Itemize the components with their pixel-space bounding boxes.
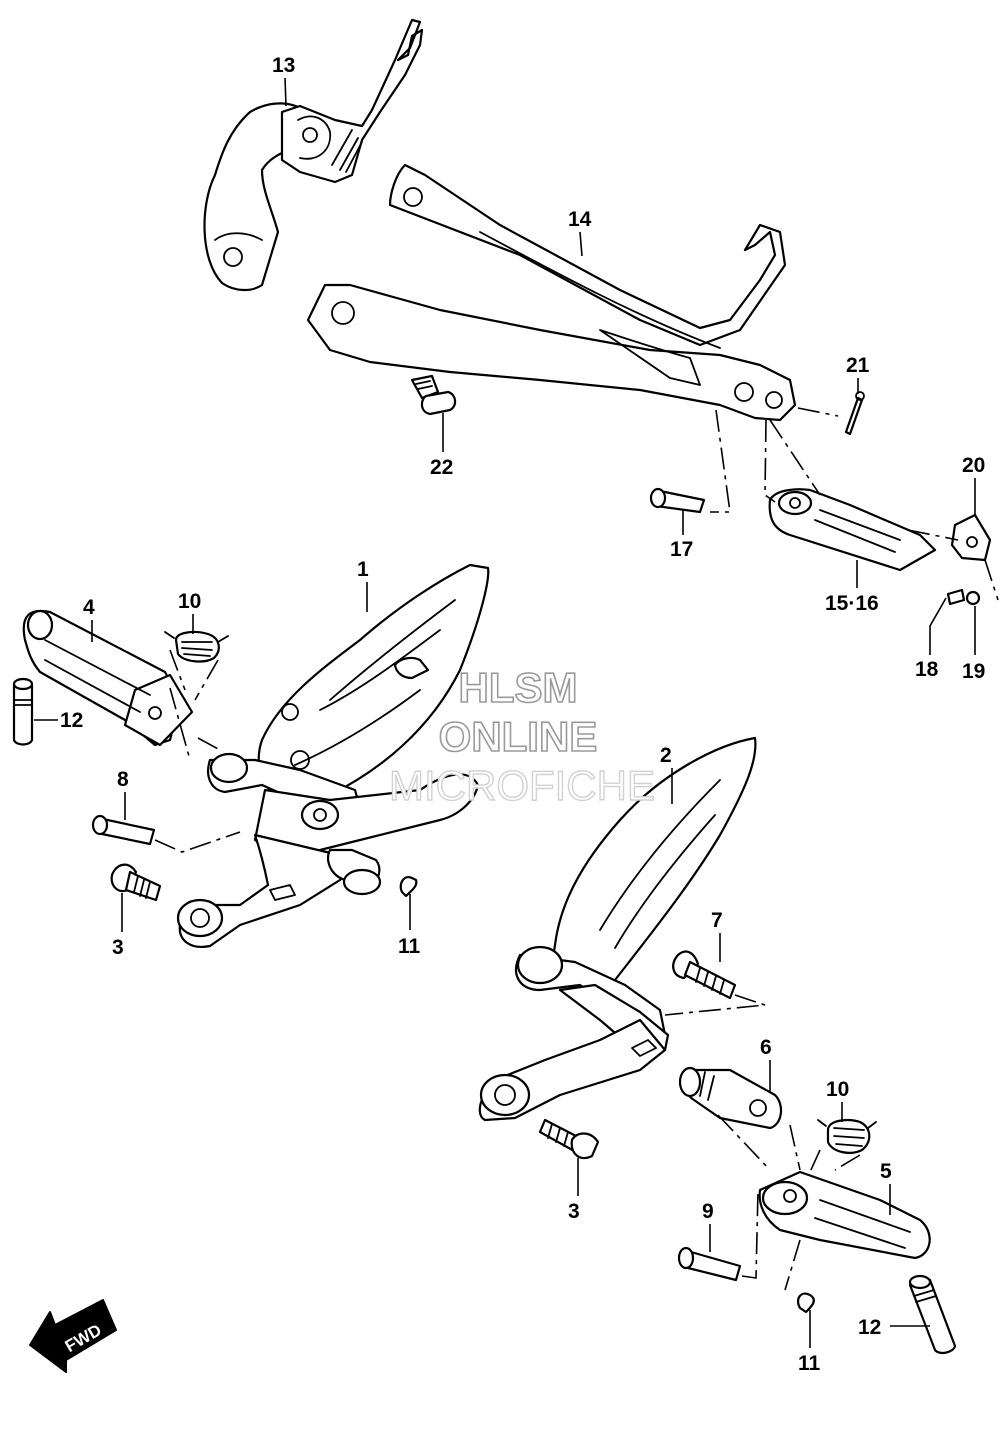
callout-5: 5 xyxy=(880,1160,892,1183)
part-10-spring-right xyxy=(817,1119,877,1154)
part-3-bolt-right xyxy=(538,1118,600,1160)
dashline-17 xyxy=(710,409,731,513)
fwd-direction-badge: FWD xyxy=(29,1299,117,1373)
callout-18: 18 xyxy=(915,658,939,681)
part-20-stopper-plate xyxy=(950,513,992,562)
callout-3-left: 3 xyxy=(112,936,124,959)
part-15-16-rear-footrest xyxy=(768,488,937,572)
part-6-stay xyxy=(678,1066,783,1130)
dashline-11-right xyxy=(784,1239,801,1291)
callout-8: 8 xyxy=(117,768,129,791)
leader-18 xyxy=(929,597,947,655)
callout-21: 21 xyxy=(846,354,870,377)
part-7-bolt xyxy=(672,950,737,1000)
dashline-8 xyxy=(154,831,241,853)
callout-9: 9 xyxy=(702,1200,714,1223)
dashline-4 xyxy=(169,687,221,761)
part-21-cotter-pin xyxy=(844,391,865,436)
dashline-15-16 xyxy=(764,419,821,503)
part-8-pin xyxy=(91,814,156,846)
callout-3-right: 3 xyxy=(568,1200,580,1223)
part-18-spring xyxy=(946,588,966,606)
watermark: HLSM ONLINE MICROFICHE xyxy=(388,663,655,810)
part-14-rear-footrest-bracket xyxy=(306,163,797,422)
part-17-pin xyxy=(649,487,706,514)
watermark-line-3: MICROFICHE xyxy=(389,762,655,809)
part-11-clip-right xyxy=(796,1292,815,1314)
part-12-pin-right xyxy=(908,1274,957,1355)
dashline-10-right xyxy=(809,1149,861,1173)
callout-2: 2 xyxy=(660,744,672,767)
dashline-21 xyxy=(797,407,839,417)
part-3-bolt-left xyxy=(110,863,162,902)
part-12-pin-left xyxy=(12,677,34,746)
callout-15-16: 15·16 xyxy=(825,592,879,615)
watermark-line-2: ONLINE xyxy=(439,713,598,760)
part-11-clip-left xyxy=(399,876,418,898)
part-5-right-footrest xyxy=(758,1170,931,1260)
callout-6: 6 xyxy=(760,1036,772,1059)
callout-7: 7 xyxy=(711,909,723,932)
callout-12-right: 12 xyxy=(858,1316,881,1339)
part-10-spring-left xyxy=(164,630,229,663)
part-13-bracket-cover xyxy=(203,18,424,292)
dashline-10-left xyxy=(169,649,219,701)
callout-10-left: 10 xyxy=(178,590,201,613)
callout-10-right: 10 xyxy=(826,1078,849,1101)
dashline-20 xyxy=(907,529,959,541)
callout-13: 13 xyxy=(272,54,295,77)
dashline-6 xyxy=(717,1114,801,1171)
callout-4: 4 xyxy=(83,596,95,619)
callout-1: 1 xyxy=(357,558,369,581)
callout-11-right: 11 xyxy=(798,1352,821,1375)
watermark-line-1: HLSM xyxy=(459,664,578,711)
part-1-left-footrest-bracket xyxy=(176,563,490,948)
part-9-pin xyxy=(677,1246,742,1282)
part-22-bolt xyxy=(410,374,457,416)
leader-13 xyxy=(284,77,287,107)
dashline-19 xyxy=(984,559,999,601)
callout-19: 19 xyxy=(962,660,985,683)
callout-14: 14 xyxy=(568,208,592,231)
callout-22: 22 xyxy=(430,456,453,479)
callout-12-left: 12 xyxy=(60,709,83,732)
callout-20: 20 xyxy=(962,454,985,477)
leader-14 xyxy=(579,231,583,257)
part-4-left-footrest xyxy=(22,609,194,747)
callout-11-left: 11 xyxy=(398,935,421,958)
part-2-right-footrest-bracket xyxy=(478,736,757,1122)
part-19-ball xyxy=(965,590,981,606)
dashline-7 xyxy=(664,994,766,1016)
callout-17: 17 xyxy=(670,538,693,561)
dashline-9 xyxy=(741,1189,759,1279)
